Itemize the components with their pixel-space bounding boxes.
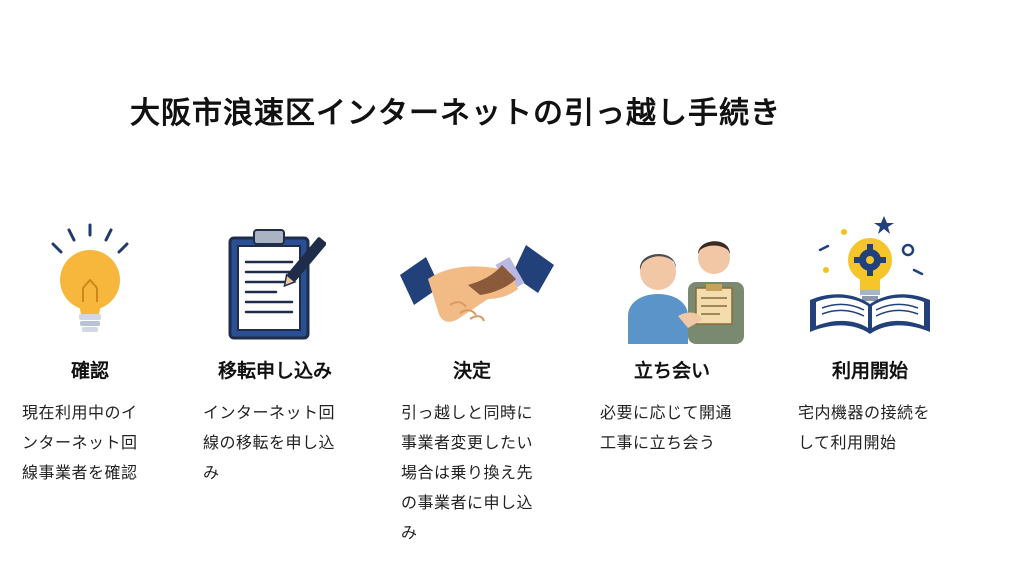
- desc-line: 宅内機器の接続を: [798, 403, 931, 422]
- desc-line: 工事に立ち会う: [600, 433, 716, 452]
- step-desc-confirm: 現在利用中のイ ンターネット回 線事業者を確認: [22, 398, 187, 488]
- desc-line: 現在利用中のイ: [22, 403, 138, 422]
- step-desc-decide: 引っ越しと同時に 事業者変更したい 場合は乗り換え先 の事業者に申し込 み: [401, 398, 566, 548]
- technician-visit-icon: [628, 241, 744, 344]
- desc-line: み: [401, 523, 418, 542]
- step-label-decide: 決定: [452, 360, 491, 382]
- desc-line: み: [203, 463, 220, 482]
- handshake-icon: [400, 245, 554, 322]
- desc-line: 線事業者を確認: [22, 463, 138, 482]
- step-desc-apply-transfer: インターネット回 線の移転を申し込 み: [203, 398, 368, 488]
- desc-line: 引っ越しと同時に: [401, 403, 534, 422]
- desc-line: の事業者に申し込: [401, 493, 534, 512]
- step-label-start-use: 利用開始: [831, 360, 908, 382]
- desc-line: して利用開始: [798, 433, 897, 452]
- step-label-apply-transfer: 移転申し込み: [217, 360, 332, 382]
- lightbulb-icon: [51, 223, 129, 332]
- desc-line: 必要に応じて開通: [600, 403, 733, 422]
- step-desc-start-use: 宅内機器の接続を して利用開始: [798, 398, 963, 458]
- desc-line: 場合は乗り換え先: [401, 463, 534, 482]
- desc-line: 線の移転を申し込: [203, 433, 336, 452]
- desc-line: インターネット回: [203, 403, 336, 422]
- book-gear-bulb-icon: [810, 216, 930, 334]
- desc-line: ンターネット回: [22, 433, 138, 452]
- step-label-confirm: 確認: [70, 360, 109, 382]
- desc-line: 事業者変更したい: [401, 433, 534, 452]
- step-desc-attend: 必要に応じて開通 工事に立ち会う: [600, 398, 765, 458]
- step-label-attend: 立ち会い: [633, 360, 710, 382]
- page-title: 大阪市浪速区インターネットの引っ越し手続き: [130, 96, 781, 131]
- clipboard-pen-icon: [228, 229, 326, 340]
